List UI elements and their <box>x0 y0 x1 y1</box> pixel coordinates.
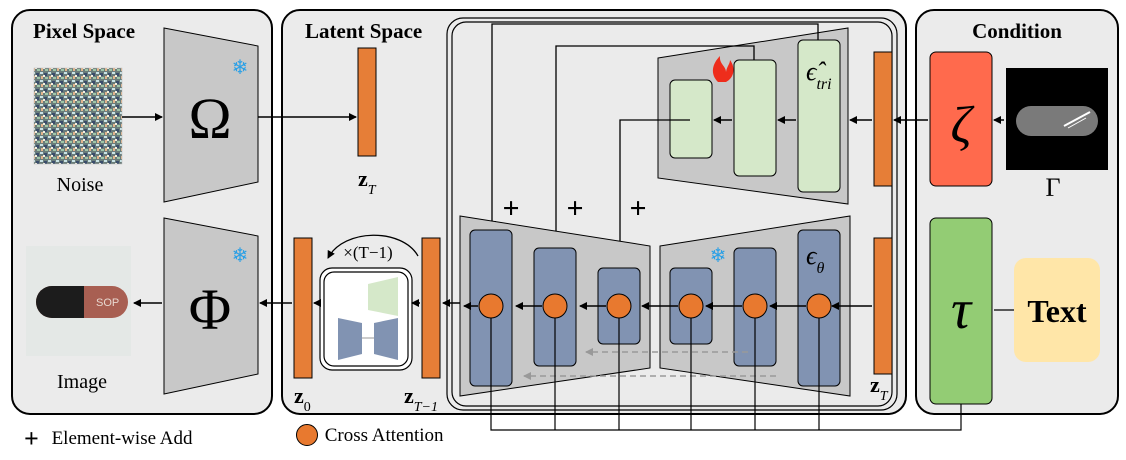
unet-inner-frame <box>451 21 893 407</box>
svg-text:SOP: SOP <box>96 297 119 309</box>
loop-curve-arrow <box>327 234 419 259</box>
plus-sign-2: + <box>566 192 583 225</box>
z-t-subscript: T <box>368 183 377 198</box>
z-t-minus-1-latent-bar <box>421 237 441 379</box>
z-t-control-input-bar <box>873 51 893 187</box>
plus-sign-1: + <box>502 192 519 225</box>
z-0-latent-bar <box>293 237 313 379</box>
frozen-snowflake-icon: ❄ <box>232 245 249 267</box>
image-label: Image <box>57 371 107 393</box>
cross-attention-circle <box>542 293 568 319</box>
text-condition-bus <box>490 318 962 431</box>
frozen-snowflake-icon: ❄ <box>710 245 727 267</box>
cross-attention-circle <box>478 293 504 319</box>
z-0-subscript: 0 <box>304 400 311 415</box>
noise-label: Noise <box>57 174 104 196</box>
pixel-space-title: Pixel Space <box>33 19 135 43</box>
text-prompt-label: Text <box>1027 293 1087 329</box>
output-image: SOP <box>26 246 131 356</box>
encoder-omega-symbol: Ω <box>188 86 231 151</box>
trainable-flame-icon <box>712 56 734 82</box>
unet-outer-frame <box>446 17 898 411</box>
z-t-latent-bar <box>357 47 377 157</box>
cross-attention-circle <box>806 293 832 319</box>
condition-image-gamma <box>1006 68 1108 170</box>
zeta-encoder-block <box>929 51 993 187</box>
skip-connection-2 <box>552 45 755 247</box>
legend-cross-attention-label: Cross Attention <box>324 425 444 446</box>
cross-attention-circle <box>606 293 632 319</box>
legend-add: + Element-wise Add <box>24 424 192 454</box>
tau-symbol: τ <box>951 279 973 341</box>
control-green-block-3 <box>669 79 713 159</box>
encoder-omega-block <box>163 27 259 203</box>
control-green-block-1 <box>797 39 841 193</box>
loop-count-label: ×(T−1) <box>343 243 392 262</box>
skip-connection-3 <box>616 119 690 267</box>
eps-tri-subscript: tri <box>816 76 831 93</box>
cross-attention-circles <box>478 293 832 319</box>
mini-unet-icon <box>338 277 398 360</box>
zeta-symbol: ζ <box>950 97 974 154</box>
skip-connection-1 <box>488 23 819 229</box>
gamma-label: Γ <box>1045 173 1060 202</box>
decoder-phi-symbol: Φ <box>189 277 231 342</box>
eps-theta-subscript: θ <box>816 260 824 277</box>
legend-cross-attention: Cross Attention <box>296 424 444 447</box>
noise-image <box>33 67 123 165</box>
legend-add-label: Element-wise Add <box>51 428 193 449</box>
condition-title: Condition <box>972 19 1062 43</box>
latent-space-title: Latent Space <box>305 19 422 43</box>
decoder-phi-block <box>163 217 259 395</box>
legend-plus-icon: + <box>24 424 39 453</box>
z-t-main-subscript: T <box>880 389 889 404</box>
z-t-minus-1-subscript: T−1 <box>414 400 438 415</box>
cross-attention-circle <box>742 293 768 319</box>
z-t-main-input-bar <box>873 237 893 375</box>
legend-circle-icon <box>296 424 318 446</box>
control-green-block-2 <box>733 59 777 177</box>
plus-sign-3: + <box>629 192 646 225</box>
frozen-snowflake-icon: ❄ <box>232 57 249 79</box>
text-prompt-box <box>1014 258 1100 362</box>
tau-encoder-block <box>929 217 993 405</box>
cross-attention-circle <box>678 293 704 319</box>
